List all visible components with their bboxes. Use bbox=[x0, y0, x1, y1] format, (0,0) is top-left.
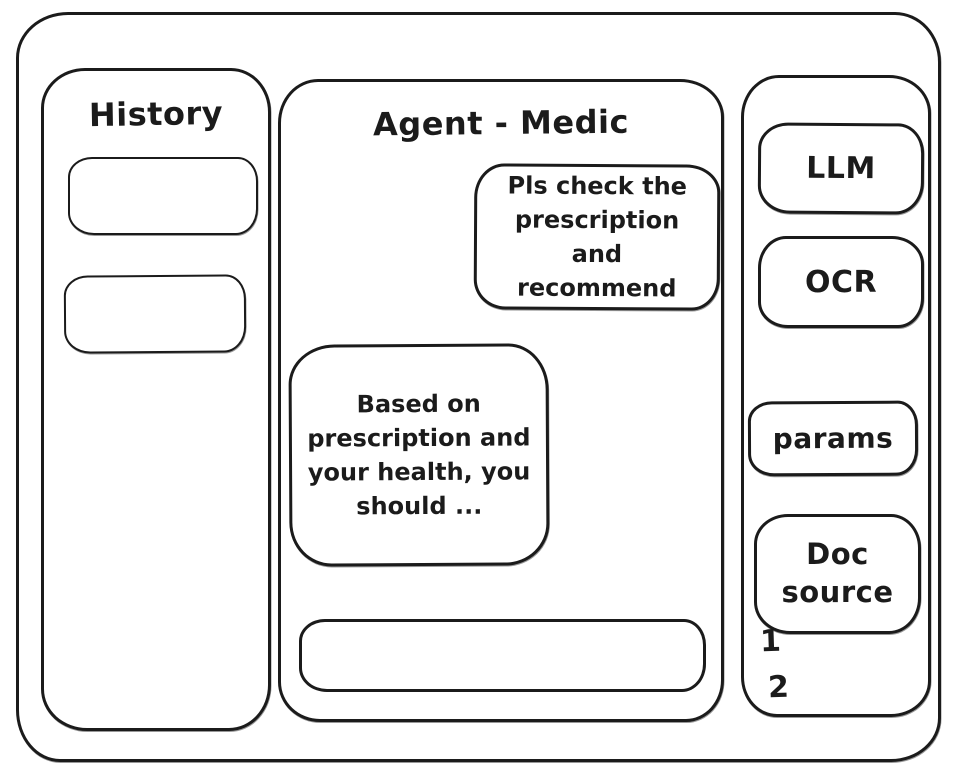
doc-source-annotation-1: 1 bbox=[759, 623, 782, 660]
params-button[interactable]: params bbox=[747, 400, 919, 477]
doc-source-button-label: Doc source bbox=[781, 537, 894, 609]
message-input[interactable] bbox=[299, 619, 706, 692]
history-item[interactable] bbox=[68, 157, 258, 235]
llm-button[interactable]: LLM bbox=[757, 122, 925, 215]
tools-panel: LLM OCR params Doc source 1 2 bbox=[741, 75, 931, 717]
history-title: History bbox=[88, 93, 224, 135]
ocr-button[interactable]: OCR bbox=[758, 236, 924, 328]
user-message-bubble: Pls check the prescription and recommend bbox=[473, 163, 721, 311]
app-frame: History Agent - Medic Pls check the pres… bbox=[16, 12, 941, 762]
assistant-message-text: Based on prescription and your health, y… bbox=[307, 389, 531, 521]
assistant-message-bubble: Based on prescription and your health, y… bbox=[288, 343, 550, 567]
history-panel: History bbox=[41, 68, 271, 731]
user-message-text: Pls check the prescription and recommend bbox=[507, 171, 688, 303]
doc-source-annotation-2: 2 bbox=[767, 669, 790, 706]
chat-panel: Agent - Medic Pls check the prescription… bbox=[278, 79, 724, 722]
history-item[interactable] bbox=[63, 274, 247, 354]
ocr-button-label: OCR bbox=[804, 264, 878, 300]
llm-button-label: LLM bbox=[806, 150, 876, 187]
chat-title: Agent - Medic bbox=[372, 102, 630, 144]
params-button-label: params bbox=[772, 421, 894, 456]
doc-source-button[interactable]: Doc source bbox=[754, 514, 921, 634]
